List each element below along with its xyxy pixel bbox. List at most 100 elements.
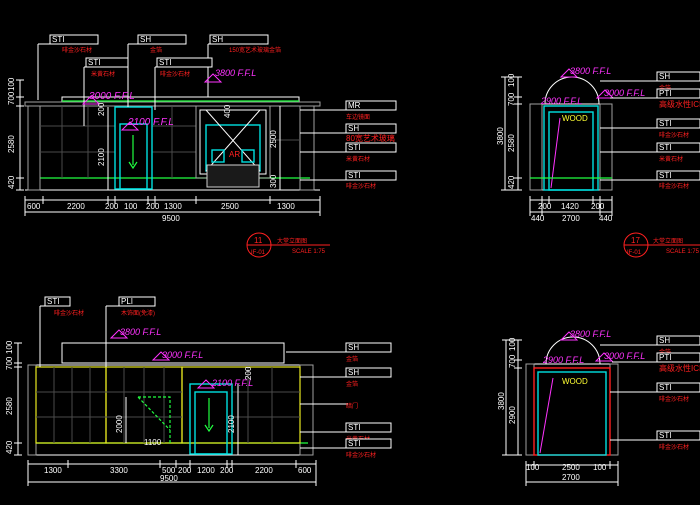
- svg-text:500: 500: [162, 466, 176, 475]
- svg-text:2580: 2580: [5, 397, 14, 415]
- tag-mr: MR 车边镜面: [345, 100, 397, 121]
- elevation-3: STI 啡金沙石材 PLI 木饰面(免漆) 3800 F.F.L 3000 F.…: [5, 296, 392, 486]
- svg-text:SH: SH: [140, 35, 151, 44]
- door-frame: [537, 371, 607, 456]
- section-symbol-1: 11 IF-01 大堂立面图 SCALE 1:75: [246, 232, 330, 258]
- tag-sti: STI 啡金沙石材: [44, 296, 84, 317]
- svg-text:STI: STI: [659, 171, 671, 180]
- svg-text:1200: 1200: [197, 466, 215, 475]
- svg-text:金箔: 金箔: [150, 46, 162, 54]
- left-height-dims: 100 700 3800 2580 420: [496, 73, 522, 191]
- svg-text:3800: 3800: [496, 127, 505, 145]
- tag-sh-c: SH 80宽艺术玻璃: [345, 123, 397, 143]
- tag-sti-a: STI 啡金沙石材: [49, 34, 99, 54]
- svg-text:440: 440: [599, 214, 613, 223]
- hidden-door: [137, 396, 171, 443]
- svg-text:3000 F.F.L: 3000 F.F.L: [604, 351, 645, 361]
- svg-text:600: 600: [298, 466, 312, 475]
- level-marks: 3800 F.F.L 3000 F.F.L 2900 F.F.L: [540, 66, 645, 106]
- svg-text:STI: STI: [659, 143, 671, 152]
- svg-text:米黄石材: 米黄石材: [659, 155, 683, 163]
- svg-text:9500: 9500: [162, 214, 180, 223]
- svg-text:17: 17: [631, 236, 640, 245]
- right-leaders: [300, 109, 348, 181]
- tag-sh-b: SH 150宽艺术玻璃金箔: [209, 34, 281, 54]
- tag-sh-a: SH 金箔: [345, 342, 392, 363]
- svg-text:100: 100: [507, 73, 516, 87]
- svg-text:2900 F.F.L: 2900 F.F.L: [542, 355, 584, 365]
- svg-text:3300: 3300: [110, 466, 128, 475]
- door-swing: [539, 377, 554, 454]
- svg-text:200: 200: [244, 366, 253, 380]
- svg-text:300: 300: [269, 174, 278, 188]
- tag-pli: PLI 木饰面(免漆): [118, 296, 156, 317]
- svg-text:高级水性ICI: 高级水性ICI: [659, 363, 700, 373]
- svg-text:3000 F.F.L: 3000 F.F.L: [604, 88, 645, 98]
- svg-text:3800 F.F.L: 3800 F.F.L: [570, 329, 611, 339]
- level-marks: 3800 F.F.L 3000 F.F.L 2100 F.F.L: [109, 327, 253, 389]
- right-leaders: [286, 351, 348, 449]
- svg-text:啡金沙石材: 啡金沙石材: [659, 131, 689, 139]
- tag-sti-a: STI 啡金沙石材: [656, 118, 700, 139]
- tag-sti-c: STI 啡金沙石材: [656, 170, 700, 190]
- svg-text:SH: SH: [659, 72, 670, 81]
- svg-text:SH: SH: [348, 124, 359, 133]
- svg-text:3000 F.F.L: 3000 F.F.L: [162, 350, 203, 360]
- door-leaf: [194, 391, 228, 455]
- svg-text:80宽艺术玻璃: 80宽艺术玻璃: [346, 133, 395, 143]
- svg-text:440: 440: [531, 214, 545, 223]
- svg-text:2580: 2580: [7, 135, 16, 153]
- wood-panel-right: [181, 366, 301, 444]
- left-height-dims: 100 700 2580 420: [7, 77, 24, 191]
- svg-text:2500: 2500: [562, 463, 580, 472]
- svg-text:IF-01: IF-01: [627, 250, 642, 256]
- svg-text:STI: STI: [659, 383, 671, 392]
- inner-height-dims: 200 2100 2500 300: [97, 102, 281, 190]
- svg-text:MR: MR: [348, 101, 361, 110]
- svg-text:STI: STI: [348, 143, 360, 152]
- elevation-1: AR 400 STI 啡金沙石材 SH 金箔 SH 15: [7, 34, 397, 258]
- svg-text:STI: STI: [52, 35, 64, 44]
- art-label: AR: [229, 150, 240, 159]
- left-column: [27, 105, 41, 191]
- svg-text:SH: SH: [212, 35, 223, 44]
- svg-text:STI: STI: [348, 423, 360, 432]
- svg-text:200: 200: [178, 466, 192, 475]
- svg-text:700: 700: [5, 356, 14, 370]
- svg-text:600: 600: [27, 202, 41, 211]
- svg-text:高级水性ICI: 高级水性ICI: [659, 99, 700, 109]
- tag-sti-a: STI 啡金沙石材: [656, 382, 700, 403]
- svg-text:150宽艺术玻璃金箔: 150宽艺术玻璃金箔: [229, 46, 281, 54]
- svg-text:金箔: 金箔: [346, 355, 358, 363]
- svg-text:420: 420: [5, 440, 14, 454]
- svg-text:PLI: PLI: [121, 297, 133, 306]
- tag-sti-b: STI 啡金沙石材: [656, 430, 700, 451]
- left-height-dims: 100 700 3800 2900: [497, 337, 522, 456]
- svg-text:3800 F.F.L: 3800 F.F.L: [570, 66, 611, 76]
- svg-text:STI: STI: [659, 119, 671, 128]
- svg-text:PTI: PTI: [659, 89, 671, 98]
- svg-text:1300: 1300: [44, 466, 62, 475]
- svg-text:米黄石材: 米黄石材: [91, 70, 115, 78]
- tag-sh: SH 金箔: [656, 335, 700, 356]
- svg-text:3000 F.F.L: 3000 F.F.L: [89, 91, 135, 102]
- svg-text:啡金沙石材: 啡金沙石材: [346, 451, 376, 459]
- elevation-4: WOOD 3800 F.F.L 3000 F.F.L 2900 F.F.L 10…: [497, 329, 700, 486]
- svg-text:车边镜面: 车边镜面: [346, 113, 370, 121]
- svg-text:2700: 2700: [562, 214, 580, 223]
- svg-text:3800 F.F.L: 3800 F.F.L: [215, 68, 256, 78]
- svg-text:700: 700: [507, 92, 516, 106]
- console-table: [206, 164, 260, 188]
- svg-text:SCALE 1:75: SCALE 1:75: [666, 249, 700, 255]
- svg-text:2200: 2200: [255, 466, 273, 475]
- section-symbol-2: 17 IF-01 大堂立面图 SCALE 1:75: [623, 232, 700, 258]
- svg-text:3800: 3800: [497, 392, 506, 410]
- svg-text:100: 100: [124, 202, 138, 211]
- level-marks: 3800 F.F.L 3000 F.F.L 2100 F.F.L: [81, 68, 256, 131]
- svg-text:SH: SH: [348, 368, 359, 377]
- tag-sti-d: STI 米黄石材: [345, 142, 397, 163]
- svg-text:啡金沙石材: 啡金沙石材: [659, 182, 689, 190]
- lamp-right: [241, 149, 255, 163]
- svg-text:2200: 2200: [67, 202, 85, 211]
- svg-text:STI: STI: [348, 439, 360, 448]
